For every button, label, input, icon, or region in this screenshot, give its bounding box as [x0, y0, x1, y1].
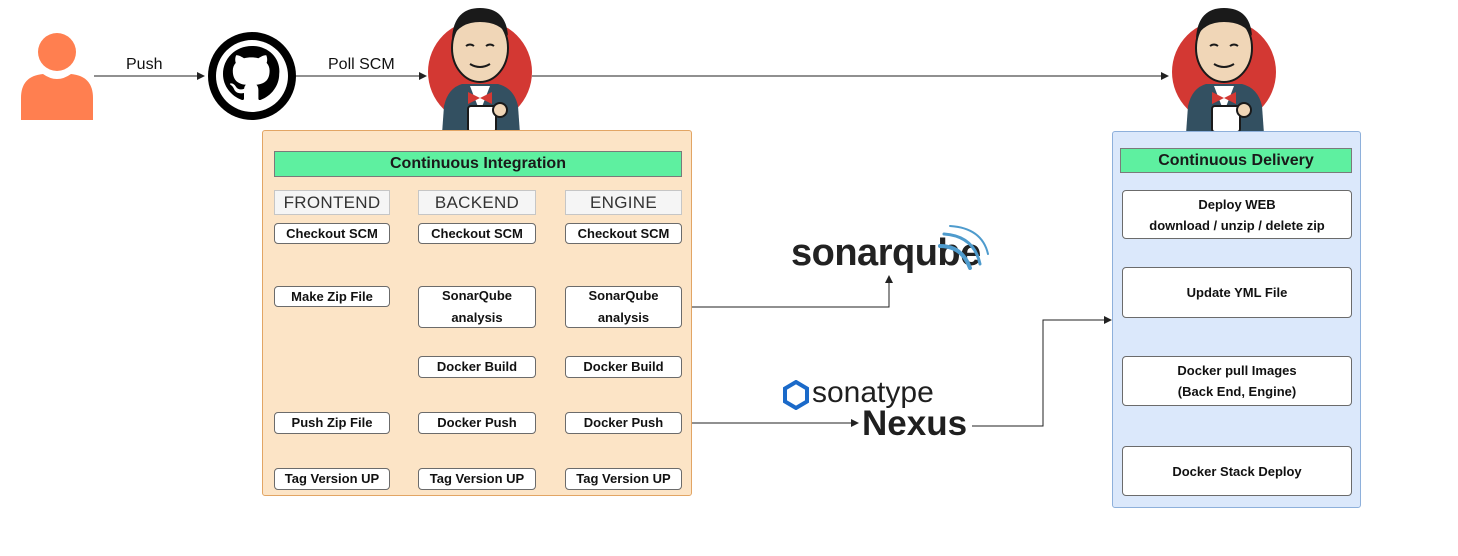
- cd-stack-deploy-label: Docker Stack Deploy: [1172, 463, 1302, 479]
- en-sonar-line2: analysis: [597, 310, 650, 325]
- jenkins-icon: [428, 8, 532, 134]
- cd-deploy-web-line1: Deploy WEB: [1198, 196, 1276, 212]
- push-label: Push: [126, 56, 163, 73]
- jenkins-icon: [1172, 8, 1276, 134]
- be-tag-version-up: Tag Version UP: [418, 468, 536, 490]
- engine-header: ENGINE: [565, 190, 682, 215]
- github-icon: [208, 32, 296, 120]
- cd-update-yml: Update YML File: [1122, 267, 1352, 318]
- edge-nexus-to-cd: [972, 316, 1112, 427]
- fe-tag-version-up: Tag Version UP: [274, 468, 390, 490]
- fe-push-zip-file: Push Zip File: [274, 412, 390, 434]
- cd-deploy-web-line2: download / unzip / delete zip: [1149, 217, 1325, 233]
- cd-docker-pull: Docker pull Images (Back End, Engine): [1122, 356, 1352, 406]
- en-tag-version-up: Tag Version UP: [565, 468, 682, 490]
- be-checkout-scm: Checkout SCM: [418, 223, 536, 244]
- cd-update-yml-label: Update YML File: [1186, 285, 1288, 300]
- nexus-logo: Nexus: [862, 404, 968, 443]
- cd-title: Continuous Delivery: [1120, 148, 1352, 173]
- cd-deploy-web: Deploy WEB download / unzip / delete zip: [1122, 190, 1352, 239]
- sonatype-hexagon-icon: [783, 380, 809, 410]
- sonarqube-logo: sonarqube: [791, 232, 981, 274]
- en-checkout-scm: Checkout SCM: [565, 223, 682, 244]
- en-sonar-line1: SonarQube: [588, 288, 659, 303]
- cd-docker-pull-line2: (Back End, Engine): [1177, 384, 1297, 399]
- en-sonarqube-analysis: SonarQube analysis: [565, 286, 682, 328]
- en-docker-push: Docker Push: [565, 412, 682, 434]
- en-docker-build: Docker Build: [565, 356, 682, 378]
- cd-docker-stack-deploy: Docker Stack Deploy: [1122, 446, 1352, 496]
- frontend-header: FRONTEND: [274, 190, 390, 215]
- be-sonar-line2: analysis: [451, 310, 503, 325]
- be-sonarqube-analysis: SonarQube analysis: [418, 286, 536, 328]
- cd-docker-pull-line1: Docker pull Images: [1177, 363, 1297, 378]
- fe-checkout-scm: Checkout SCM: [274, 223, 390, 244]
- ci-title: Continuous Integration: [274, 151, 682, 177]
- poll-scm-label: Poll SCM: [328, 56, 395, 73]
- sonatype-logo: sonatype: [812, 376, 934, 409]
- be-docker-push: Docker Push: [418, 412, 536, 434]
- edge-to-sonarqube: [681, 275, 893, 308]
- user-icon: [21, 33, 93, 120]
- backend-header: BACKEND: [418, 190, 536, 215]
- sonarqube-waves-icon: [938, 225, 989, 270]
- be-sonar-line1: SonarQube: [441, 288, 513, 303]
- be-docker-build: Docker Build: [418, 356, 536, 378]
- fe-make-zip-file: Make Zip File: [274, 286, 390, 307]
